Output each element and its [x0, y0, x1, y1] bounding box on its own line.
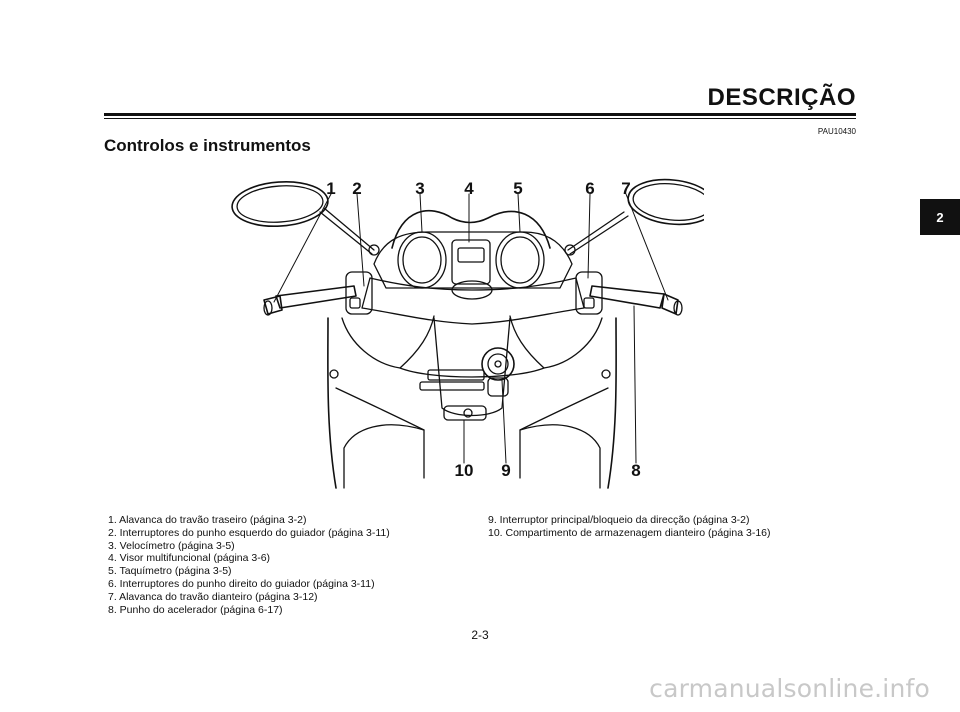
- caption-item: 4. Visor multifuncional (página 3-6): [108, 552, 271, 565]
- captions-left-column: 1. Alavanca do travão traseiro (página 3…: [108, 514, 488, 616]
- figure-label-7: 7: [621, 179, 631, 198]
- figure-label-4: 4: [464, 179, 474, 198]
- figure-label-3: 3: [415, 179, 425, 198]
- figure-label-6: 6: [585, 179, 595, 198]
- figure-label-10: 10: [454, 461, 474, 480]
- caption-item: 6. Interruptores do punho direito do gui…: [108, 577, 375, 590]
- header-rule-thick: [104, 113, 856, 116]
- caption-item: 2. Interruptores do punho esquerdo do gu…: [108, 526, 390, 539]
- figure-label-2: 2: [352, 179, 362, 198]
- scooter-controls-illustration: 1 2 3 4 5 6 7 10 9 8: [224, 168, 704, 490]
- figure-label-9: 9: [501, 461, 511, 480]
- figure-label-8: 8: [631, 461, 641, 480]
- caption-item: 9. Interruptor principal/bloqueio da dir…: [488, 514, 750, 526]
- figure-label-5: 5: [513, 179, 523, 198]
- caption-item: 1. Alavanca do travão traseiro (página 3…: [108, 514, 307, 526]
- figure-label-1: 1: [326, 179, 336, 198]
- section-title: Controlos e instrumentos: [104, 136, 311, 155]
- chapter-tab: 2: [920, 199, 960, 235]
- caption-item: 7. Alavanca do travão dianteiro (página …: [108, 590, 318, 603]
- caption-item: 8. Punho do acelerador (página 6-17): [108, 603, 283, 616]
- header-rule-thin: [104, 118, 856, 119]
- caption-item: 3. Velocímetro (página 3-5): [108, 539, 235, 552]
- document-code: PAU10430: [817, 127, 856, 136]
- caption-item: 5. Taquímetro (página 3-5): [108, 565, 232, 578]
- page-header-title: DESCRIÇÃO: [707, 84, 856, 111]
- captions-right-column: 9. Interruptor principal/bloqueio da dir…: [488, 514, 868, 540]
- caption-item: 10. Compartimento de armazenagem diantei…: [488, 526, 771, 539]
- scooter-drawing: [231, 178, 704, 489]
- page-number: 2-3: [471, 628, 489, 642]
- watermark: carmanualsonline.info: [649, 674, 930, 703]
